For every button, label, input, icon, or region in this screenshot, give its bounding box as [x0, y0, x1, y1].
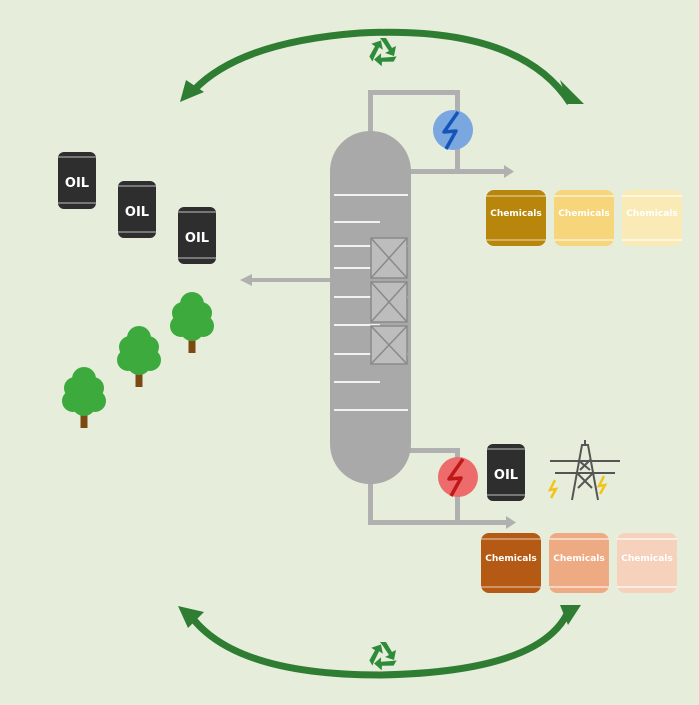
- chemicals-label: Chemicals: [485, 554, 536, 564]
- oil-barrel-icon: OIL: [58, 152, 96, 209]
- lightning-icon: [547, 479, 559, 499]
- tree-icon: [117, 326, 161, 387]
- oil-label: OIL: [125, 205, 149, 220]
- chemicals-label: Chemicals: [490, 209, 541, 219]
- heat-exchanger-icon: [438, 457, 478, 497]
- chemicals-barrel-icon: Chemicals: [549, 533, 609, 593]
- oil-label: OIL: [185, 231, 209, 246]
- chemicals-label: Chemicals: [558, 209, 609, 219]
- power-pylon-icon: [550, 440, 620, 501]
- heat-exchanger-icon: [433, 110, 473, 150]
- recycle-icon: [364, 38, 397, 71]
- chemicals-label: Chemicals: [626, 209, 677, 219]
- lightning-icon: [596, 475, 608, 495]
- oil-barrel-icon: OIL: [178, 207, 216, 264]
- oil-label: OIL: [494, 468, 518, 483]
- chemicals-barrel-icon: Chemicals: [554, 190, 614, 246]
- distillation-column: [330, 131, 411, 484]
- oil-barrel-icon: OIL: [487, 444, 525, 501]
- chemicals-barrel-icon: Chemicals: [486, 190, 546, 246]
- recycle-arrow-top: [180, 28, 584, 105]
- recycle-arrow-bottom: [178, 605, 581, 679]
- chemicals-label: Chemicals: [553, 554, 604, 564]
- chemicals-barrel-icon: Chemicals: [481, 533, 541, 593]
- chemicals-barrel-icon: Chemicals: [617, 533, 677, 593]
- oil-label: OIL: [65, 176, 89, 191]
- recycle-icon: [364, 642, 397, 675]
- chemicals-label: Chemicals: [621, 554, 672, 564]
- tree-icon: [170, 292, 214, 353]
- side-draw-arrow: [240, 274, 330, 286]
- chemicals-barrel-icon: Chemicals: [622, 190, 682, 246]
- oil-barrel-icon: OIL: [118, 181, 156, 238]
- tree-icon: [62, 367, 106, 428]
